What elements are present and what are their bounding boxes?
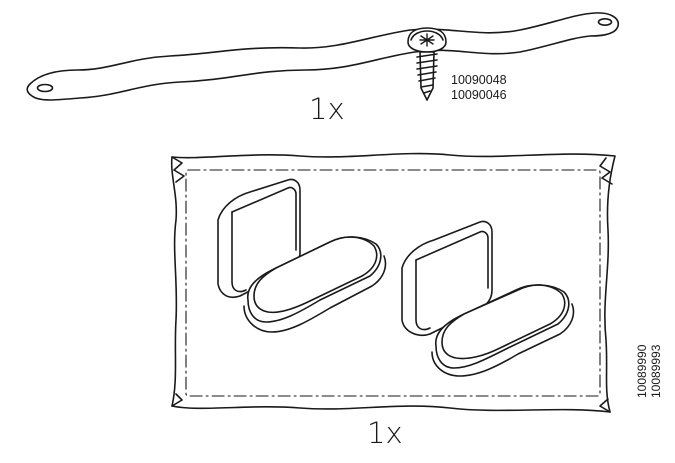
wood-screw-icon [407,27,447,101]
bag-quantity-label: 1x [367,416,403,450]
bag-article-number-1: 10089990 [635,344,649,398]
glide-foot-icon [401,220,575,377]
bag-article-number-2: 10089993 [649,344,663,398]
glide-foot-icon [217,178,387,333]
strap-quantity-label: 1x [309,92,345,126]
screw-article-number-1: 10090048 [451,73,507,87]
screw-article-number-2: 10090046 [451,88,507,102]
metal-strap-icon [26,12,619,101]
